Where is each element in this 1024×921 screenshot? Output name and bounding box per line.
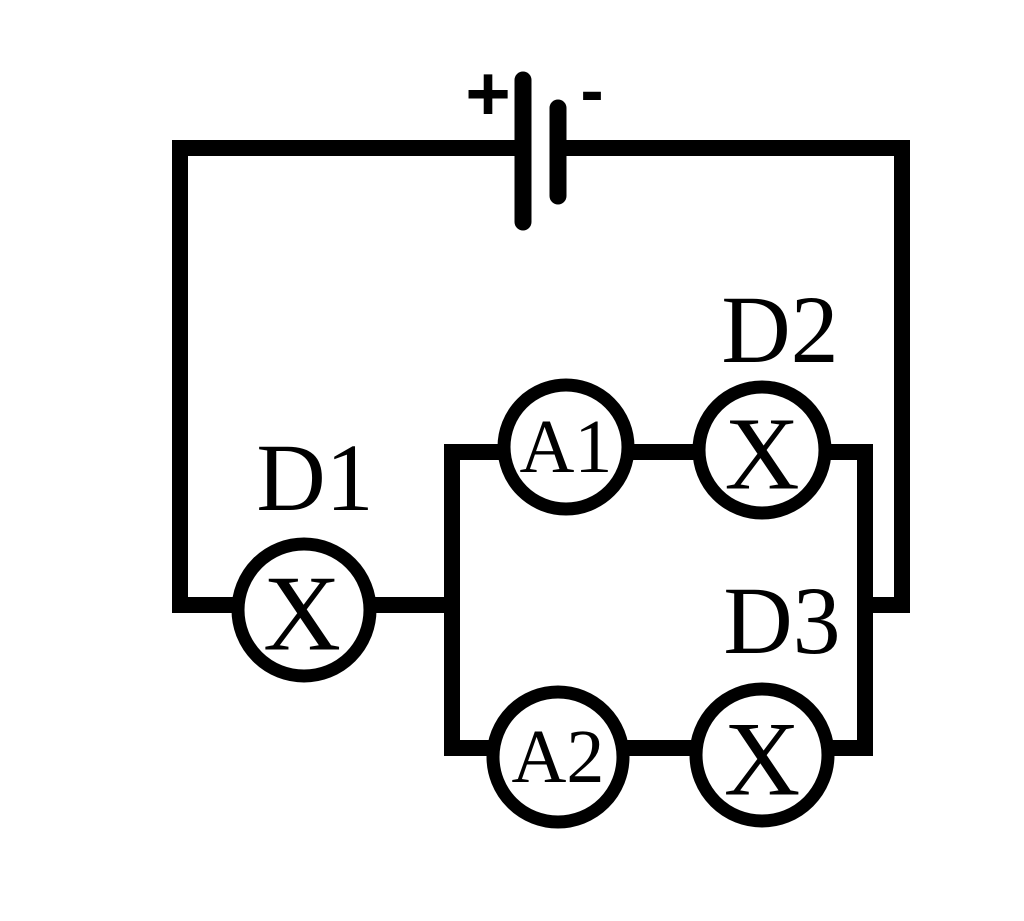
ammeter-a2-symbol: A2 <box>512 715 605 799</box>
battery: + - <box>465 49 604 231</box>
lamp-d3: X D3 <box>689 567 841 828</box>
ammeter-a1-ring <box>497 378 635 516</box>
lamp-d1-label: D1 <box>256 424 373 531</box>
lamp-d2-label: D2 <box>721 276 838 383</box>
lamp-d3-label: D3 <box>723 567 840 674</box>
lamp-d1-symbol: X <box>263 555 341 674</box>
battery-plus-sign: + <box>465 49 511 137</box>
wire-left-branch-bus <box>444 444 500 756</box>
lamp-d3-ring <box>689 682 835 828</box>
lamp-d1-ring <box>231 537 377 683</box>
lamp-d2-ring <box>692 380 832 520</box>
wire-top-right <box>562 140 910 613</box>
wire-right-branch-bus <box>820 444 873 756</box>
lamp-d3-symbol: X <box>724 701 801 818</box>
wire-top-left <box>172 140 520 613</box>
battery-minus-sign: - <box>580 51 603 129</box>
lamp-d2: X D2 <box>692 276 839 520</box>
lamp-d2-symbol: X <box>724 397 799 512</box>
ammeter-a2: A2 <box>486 685 630 829</box>
lamp-d1: X D1 <box>231 424 377 683</box>
ammeter-a1-symbol: A1 <box>520 405 613 489</box>
ammeter-a1: A1 <box>497 378 635 516</box>
ammeter-a2-ring <box>486 685 630 829</box>
